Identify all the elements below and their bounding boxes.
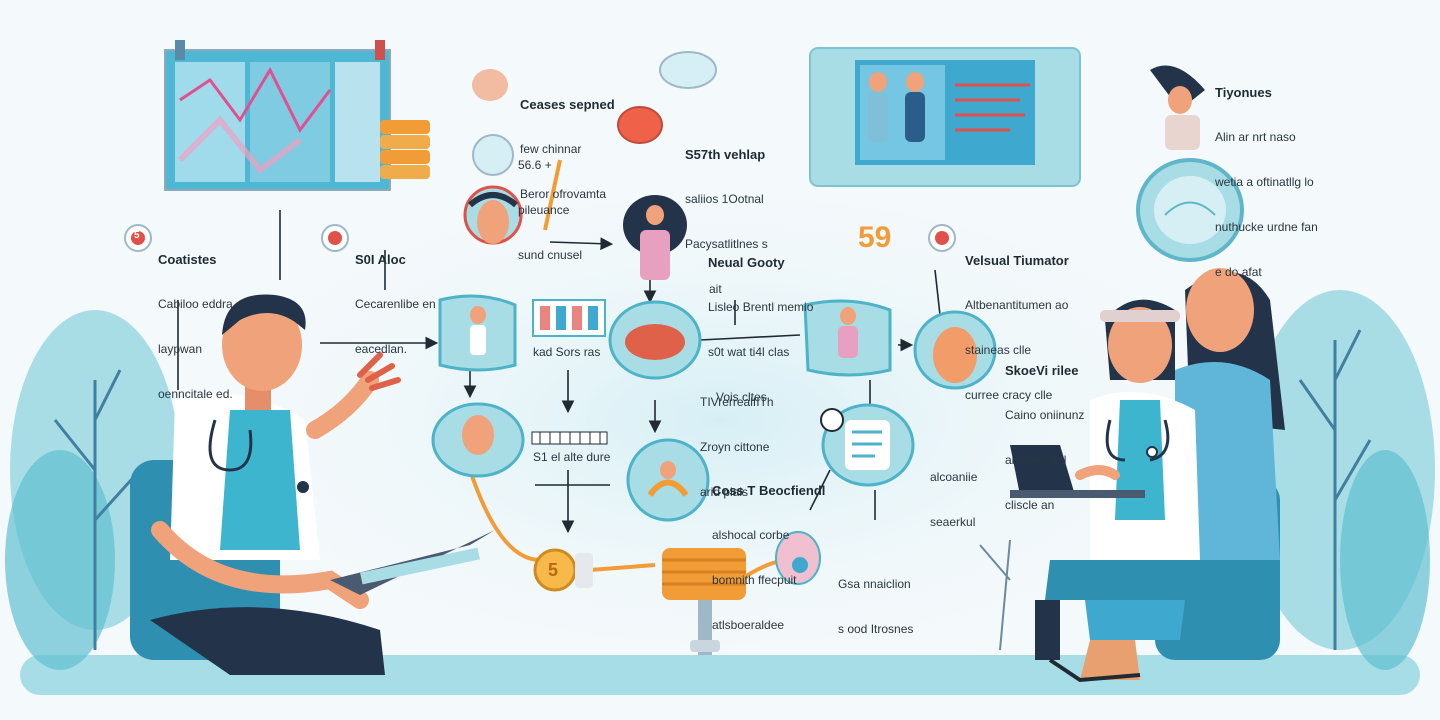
label-tiyannes-line2: Alin ar nrt naso	[1215, 130, 1296, 144]
bracket-chart	[531, 431, 608, 445]
label-skoevi: SkoeVi rilee Caino oniinunz anitlenn anl…	[1005, 333, 1084, 528]
label-gaa: Gsa nnaiclion s ood Itrosnes	[838, 547, 913, 652]
label-s57-line2: saliios 1Ootnal	[685, 192, 764, 206]
label-s57-line4: ait	[709, 282, 722, 296]
label-coatistes-line3: laypwan	[158, 342, 203, 356]
label-neural-line2: Lisleo Brentl memio	[708, 300, 814, 314]
label-tiyannes-line4: nuthucke urdne fan	[1215, 220, 1318, 234]
label-visual-line4: curree cracy clle	[965, 388, 1053, 402]
label-cossi: Coss T Beocfiendl alshocal corbe bomnith…	[712, 453, 825, 648]
label-skoevi-line3: anitlenn anl	[1005, 453, 1067, 467]
label-cossi-line2: alshocal corbe	[712, 528, 790, 542]
label-bracket: S1 el alte dure	[533, 450, 611, 464]
label-visual-line1: Velsual Tiumator	[965, 253, 1069, 268]
label-kaa: kad Sors ras	[533, 345, 601, 359]
label-tiv-line3: arid pials	[700, 485, 749, 499]
background-glow	[160, 160, 1280, 680]
label-neural: Neual Gooty Lisleo Brentl memio s0t wat …	[708, 225, 813, 420]
label-visual-line2: Altbenantitumen ao	[965, 298, 1069, 312]
label-cossi-line1: Coss T Beocfiendl	[712, 483, 826, 498]
red-badges	[124, 224, 956, 252]
label-neural-line4: Vois cltes	[716, 390, 767, 404]
label-coatistes-line2: Cabiloo eddra	[158, 297, 233, 311]
label-skoevi-line4: cliscle an	[1005, 498, 1055, 512]
label-gaa-line1: Gsa nnaiclion	[838, 577, 911, 591]
label-56: 56.6 + pileuance sund cnusel	[518, 128, 582, 278]
label-coatistes-line1: Coatistes	[158, 252, 217, 267]
coin-and-spool	[533, 548, 746, 655]
label-cossi-line3: bomnith ffecpuit	[712, 573, 797, 587]
label-cossi-line4: atlsboeraldee	[712, 618, 785, 632]
label-alcoaniie: alcoaniie seaerkul	[930, 440, 977, 545]
label-s01: S0I Aloc Cecarenlibe en eacedlan.	[355, 222, 436, 372]
label-tiyannes-line1: Tiyonues	[1215, 85, 1272, 100]
label-56-line2: pileuance	[518, 203, 570, 217]
flow-connectors	[177, 159, 941, 534]
label-coatistes-line4: oenncitale ed.	[158, 387, 233, 401]
male-doctor	[130, 294, 495, 675]
label-alcoaniie-line1: alcoaniie	[930, 470, 978, 484]
label-neural-line3: s0t wat ti4l clas	[708, 345, 790, 359]
label-causes: Ceases sepned few chinnar Beror ofrovamt…	[520, 67, 615, 217]
label-causes-line2: few chinnar	[520, 142, 582, 156]
label-s57-line3: Pacysatlitlnes s	[685, 237, 768, 251]
label-s01-line3: eacedlan.	[355, 342, 408, 356]
label-causes-line3: Beror ofrovamta	[520, 187, 607, 201]
label-56-line1: 56.6 +	[518, 158, 552, 172]
label-tiyannes-line3: wetia a oftinatllg lo	[1215, 175, 1314, 189]
label-tiv-line2: Zroyn cittone	[700, 440, 770, 454]
label-s01-line2: Cecarenlibe en	[355, 297, 436, 311]
label-causes-line1: Ceases sepned	[520, 97, 615, 112]
label-s57-line1: S57th vehlap	[685, 147, 766, 162]
label-tiv-line1: TIVrerrealfITh	[700, 395, 774, 409]
right-monitor	[809, 47, 1081, 187]
label-coatistes: Coatistes Cabiloo eddra laypwan oenncita…	[158, 222, 233, 417]
label-tiyannes-line5: e do afat	[1215, 265, 1262, 279]
label-visual-line3: staineas clle	[965, 343, 1032, 357]
badge-left-label: 5	[134, 230, 140, 241]
dashboard-monitor	[164, 40, 391, 191]
label-skoevi-line1: SkoeVi rilee	[1005, 363, 1079, 378]
label-s01-line1: S0I Aloc	[355, 252, 406, 267]
coin-label: 5	[548, 560, 559, 580]
right-foliage	[979, 290, 1435, 670]
number-badge-59: 59	[858, 221, 892, 254]
label-neural-line1: Neual Gooty	[708, 255, 785, 270]
label-alcoaniie-line2: seaerkul	[930, 515, 976, 529]
label-tiyannes: Tiyonues Alin ar nrt naso wetia a oftina…	[1215, 55, 1318, 295]
label-56-line3: sund cnusel	[518, 248, 583, 262]
label-gaa-line2: s ood Itrosnes	[838, 622, 914, 636]
label-visual: Velsual Tiumator Altbenantitumen ao stai…	[965, 223, 1069, 418]
process-nodes	[431, 51, 997, 585]
label-skoevi-line2: Caino oniinunz	[1005, 408, 1085, 422]
coin-stack	[380, 120, 430, 179]
label-tiv: TIVrerrealfITh Zroyn cittone arid pials	[700, 365, 774, 515]
hanging-sensor	[1136, 65, 1244, 262]
female-doctor-and-patient	[1010, 268, 1285, 683]
label-s57: S57th vehlap saliios 1Ootnal Pacysatlitl…	[685, 117, 768, 312]
